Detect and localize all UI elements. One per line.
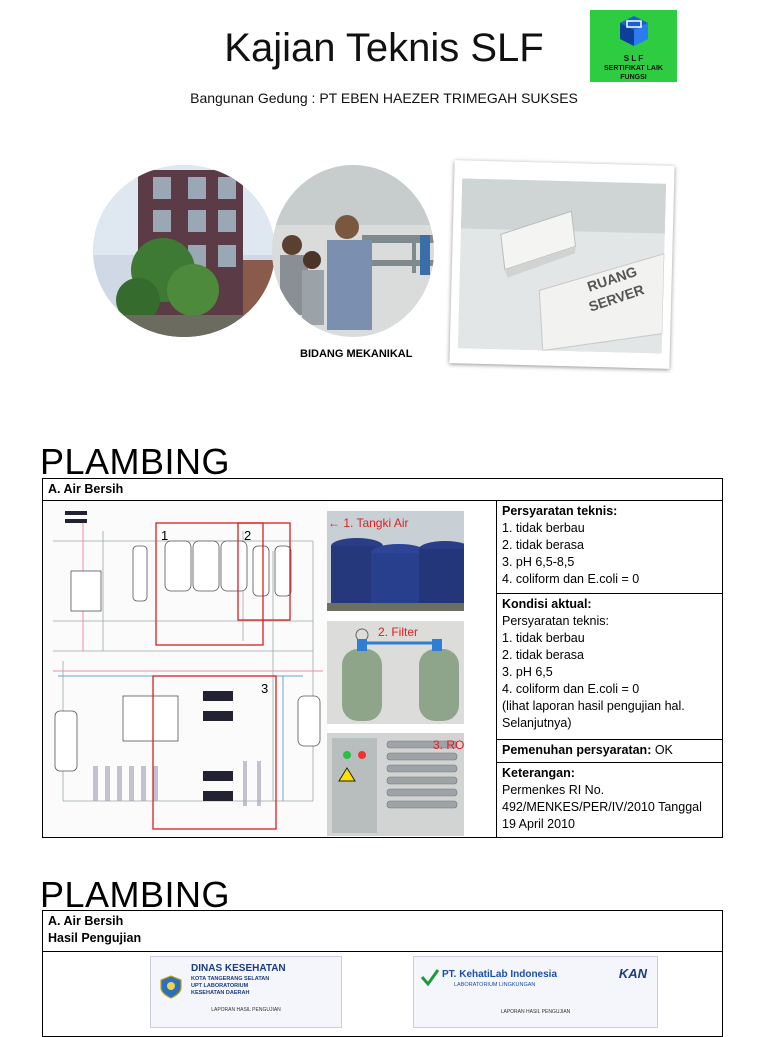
slf-logo: S L F SERTIFIKAT LAIK FUNGSI (590, 10, 677, 82)
tank-label: ← 1. Tangki Air (328, 516, 409, 530)
actual-item: (lihat laporan hasil pengujian hal. Sela… (502, 699, 685, 731)
plumbing-table: A. Air Bersih (42, 478, 723, 839)
compliance-cell: Pemenuhan persyaratan: OK (496, 738, 723, 763)
row-title-2: A. Air Bersih (48, 914, 124, 928)
notes-cell: Keterangan: Permenkes RI No. 492/MENKES/… (496, 761, 723, 839)
doc1-line1: KOTA TANGERANG SELATAN (191, 976, 270, 982)
actual-sub: Persyaratan teknis: (502, 614, 609, 629)
doc1-foot: LAPORAN HASIL PENGUJIAN (211, 1007, 281, 1013)
doc1-lines: KOTA TANGERANG SELATAN UPT LABORATORIUM … (191, 976, 269, 997)
requirements-heading: Persyaratan teknis: (502, 504, 618, 518)
doc2-title: PT. KehatiLab Indonesia (442, 969, 558, 980)
logo-mark: S L F (623, 54, 644, 63)
row-title: A. Air Bersih (48, 482, 124, 496)
inspection-photo (272, 165, 434, 337)
logo-text: SERTIFIKAT LAIK FUNGSI (590, 64, 677, 82)
report-doc-kehatilab: PT. KehatiLab Indonesia LABORATORIUM LIN… (413, 956, 658, 1028)
building-photo (93, 165, 275, 337)
actual-item: 1. tidak berbau (502, 631, 585, 646)
requirement-item: 4. coliform dan E.coli = 0 (502, 572, 640, 586)
page-subtitle: Bangunan Gedung : PT EBEN HAEZER TRIMEGA… (190, 90, 578, 106)
server-room-photo: RUANG SERVER (449, 160, 675, 369)
doc2-sub: LABORATORIUM LINGKUNGAN (454, 982, 536, 988)
tank-photo (327, 511, 464, 611)
photo-caption: BIDANG MEKANIKAL (300, 348, 413, 360)
doc1-title: DINAS KESEHATAN (191, 963, 286, 974)
doc2-foot: LAPORAN HASIL PENGUJIAN (500, 1009, 571, 1015)
filter-photo (327, 621, 464, 724)
seal-icon (160, 975, 182, 999)
notes-label: Keterangan: (502, 765, 575, 780)
logo-line2: FUNGSI (620, 74, 647, 81)
requirements-cell: Persyaratan teknis: 1. tidak berbau 2. t… (496, 499, 723, 595)
kan-badge: KAN (618, 966, 647, 981)
notes-text: Permenkes RI No. 492/MENKES/PER/IV/2010 … (502, 782, 702, 831)
actual-cell: Kondisi aktual: Persyaratan teknis: 1. t… (496, 593, 723, 740)
actual-heading: Kondisi aktual: (502, 597, 592, 612)
doc1-line2: UPT LABORATORIUM (191, 983, 249, 989)
checkmark-icon (420, 969, 440, 987)
compliance-label: Pemenuhan persyaratan: (502, 742, 652, 757)
plumbing-schematic (43, 501, 328, 837)
compliance-value: OK (651, 742, 673, 757)
actual-item: 3. pH 6,5 (502, 665, 553, 680)
diagram-cell: 1 2 3 ← 1. Tangki Air (42, 500, 497, 838)
logo-line1: SERTIFIKAT LAIK (604, 65, 663, 72)
page-title: Kajian Teknis SLF (224, 26, 544, 70)
row-subtitle-2: Hasil Pengujian (48, 931, 142, 945)
actual-item: 2. tidak berasa (502, 648, 584, 663)
ro-photo (327, 733, 464, 836)
ro-label: 3. RO (433, 738, 465, 752)
section-heading-2: PLAMBING (40, 874, 231, 915)
zone-label-2: 2 (244, 528, 252, 543)
filter-label: 2. Filter (378, 625, 419, 639)
requirement-item: 3. pH 6,5-8,5 (502, 555, 575, 569)
section-heading: PLAMBING (40, 441, 231, 482)
doc1-line3: KESEHATAN DAERAH (191, 990, 250, 996)
zone-label-3: 3 (261, 681, 269, 696)
actual-item: 4. coliform dan E.coli = 0 (502, 682, 640, 697)
zone-label-1: 1 (161, 528, 169, 543)
report-doc-dinkes: DINAS KESEHATAN KOTA TANGERANG SELATAN U… (150, 956, 342, 1028)
requirement-item: 1. tidak berbau (502, 521, 585, 535)
cube-icon (620, 16, 648, 46)
requirement-item: 2. tidak berasa (502, 538, 584, 552)
